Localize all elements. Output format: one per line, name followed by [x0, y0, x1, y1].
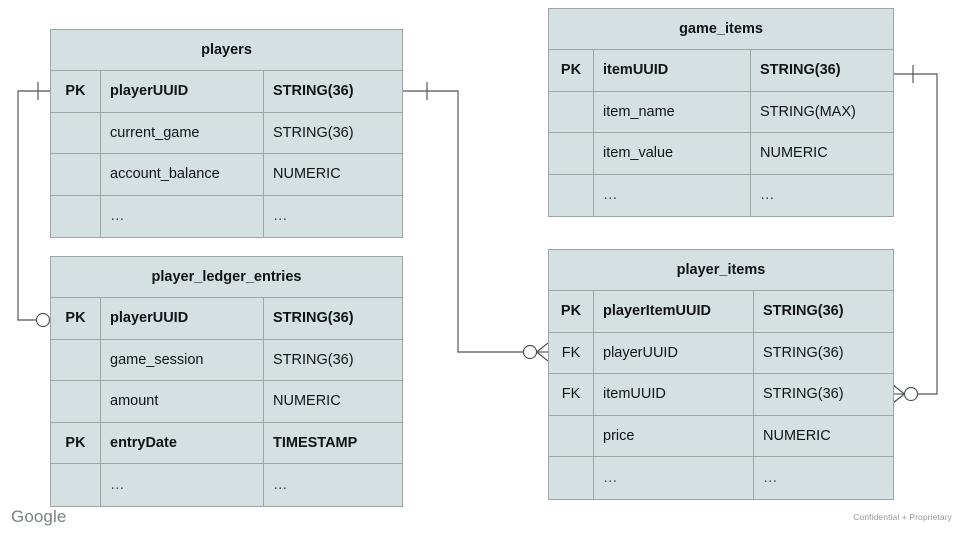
column-name: account_balance: [101, 154, 264, 195]
table-row[interactable]: PK playerItemUUID STRING(36): [549, 291, 893, 333]
table-row[interactable]: FK playerUUID STRING(36): [549, 332, 893, 374]
column-key: [51, 381, 101, 422]
entity-title-players: players: [51, 30, 402, 71]
column-name: amount: [101, 381, 264, 422]
column-type: NUMERIC: [273, 393, 341, 410]
table-row[interactable]: game_session STRING(36): [51, 339, 402, 381]
column-type: …: [273, 476, 289, 493]
table-row[interactable]: … …: [549, 457, 893, 499]
google-logo: Google: [11, 507, 67, 526]
table-row[interactable]: amount NUMERIC: [51, 381, 402, 423]
entity-title-player-items: player_items: [549, 250, 893, 291]
column-type: NUMERIC: [760, 145, 828, 162]
column-key: FK: [549, 374, 594, 415]
column-key: [549, 415, 594, 456]
table-row[interactable]: price NUMERIC: [549, 415, 893, 457]
column-key: [51, 464, 101, 506]
table-row[interactable]: PK playerUUID STRING(36): [51, 71, 402, 113]
column-type: STRING(MAX): [760, 103, 856, 120]
column-name: …: [594, 174, 751, 216]
table-row[interactable]: account_balance NUMERIC: [51, 154, 402, 196]
column-name: itemUUID: [594, 374, 754, 415]
column-type: STRING(36): [273, 124, 354, 141]
table-row[interactable]: … …: [51, 195, 402, 237]
column-type: STRING(36): [273, 310, 354, 327]
column-name: itemUUID: [594, 50, 751, 91]
column-name: price: [594, 415, 754, 456]
column-key: PK: [549, 291, 594, 332]
column-type: STRING(36): [760, 62, 841, 79]
table-row[interactable]: PK itemUUID STRING(36): [549, 50, 893, 92]
column-name: playerUUID: [101, 298, 264, 339]
table-row[interactable]: … …: [51, 464, 402, 506]
column-key: PK: [51, 71, 101, 112]
column-type: …: [760, 187, 776, 204]
column-key: [51, 112, 101, 153]
column-name: …: [594, 457, 754, 499]
column-key: [549, 133, 594, 174]
entity-table-player-items[interactable]: player_items PK playerItemUUID STRING(36…: [548, 249, 894, 500]
column-name: playerUUID: [594, 332, 754, 373]
column-type: …: [273, 208, 289, 225]
column-key: FK: [549, 332, 594, 373]
column-type: STRING(36): [273, 351, 354, 368]
column-key: [549, 174, 594, 216]
relationship-game-items-to-player-items: [892, 65, 938, 404]
column-key: [51, 339, 101, 380]
relationship-players-to-player-items: [403, 82, 549, 362]
confidentiality-note: Confidential + Proprietary: [853, 512, 952, 522]
column-type: STRING(36): [763, 344, 844, 361]
column-key: [51, 154, 101, 195]
table-row[interactable]: FK itemUUID STRING(36): [549, 374, 893, 416]
column-type: NUMERIC: [273, 166, 341, 183]
column-name: current_game: [101, 112, 264, 153]
column-key: [549, 457, 594, 499]
column-type: STRING(36): [763, 303, 844, 320]
column-key: [51, 195, 101, 237]
column-name: …: [101, 464, 264, 506]
column-name: playerUUID: [101, 71, 264, 112]
column-type: STRING(36): [763, 386, 844, 403]
column-type: …: [763, 469, 779, 486]
column-name: …: [101, 195, 264, 237]
column-type: TIMESTAMP: [273, 434, 358, 451]
column-key: PK: [549, 50, 594, 91]
column-type: NUMERIC: [763, 427, 831, 444]
column-name: item_value: [594, 133, 751, 174]
column-key: PK: [51, 298, 101, 339]
column-name: playerItemUUID: [594, 291, 754, 332]
entity-table-game-items[interactable]: game_items PK itemUUID STRING(36) item_n…: [548, 8, 894, 217]
table-row[interactable]: … …: [549, 174, 893, 216]
table-row[interactable]: item_name STRING(MAX): [549, 91, 893, 133]
entity-title-game-items: game_items: [549, 9, 893, 50]
table-row[interactable]: PK playerUUID STRING(36): [51, 298, 402, 340]
column-name: game_session: [101, 339, 264, 380]
column-type: STRING(36): [273, 83, 354, 100]
entity-title-player-ledger-entries: player_ledger_entries: [51, 257, 402, 298]
table-row[interactable]: PK entryDate TIMESTAMP: [51, 422, 402, 464]
table-row[interactable]: current_game STRING(36): [51, 112, 402, 154]
column-name: entryDate: [101, 422, 264, 463]
column-name: item_name: [594, 91, 751, 132]
entity-table-player-ledger-entries[interactable]: player_ledger_entries PK playerUUID STRI…: [50, 256, 403, 507]
column-key: PK: [51, 422, 101, 463]
entity-table-players[interactable]: players PK playerUUID STRING(36) current…: [50, 29, 403, 238]
table-row[interactable]: item_value NUMERIC: [549, 133, 893, 175]
column-key: [549, 91, 594, 132]
